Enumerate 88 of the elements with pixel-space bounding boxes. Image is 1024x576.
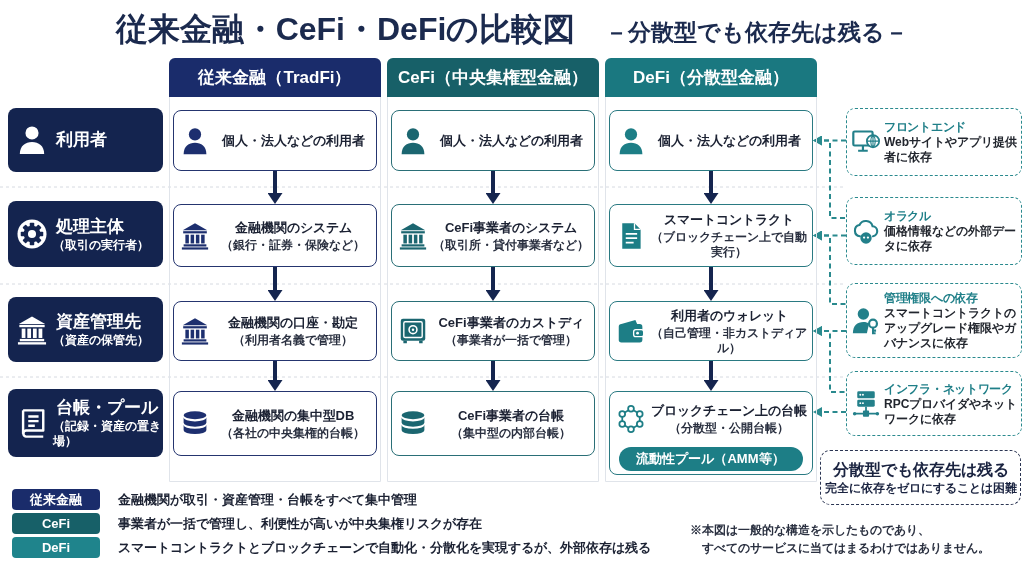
title: 従来金融・CeFi・DeFiの比較図 [115,10,576,49]
row-subtitle: （取引の実行者） [53,237,150,253]
item-title: CeFi事業者のシステム [443,218,579,236]
dependency-title: 管理権限への依存 [884,290,979,306]
row-header-panel [8,389,163,457]
row-subtitle: （資産の保管先） [53,333,150,348]
dashed-arrow [812,407,847,417]
row-title: 処理主体 [56,215,125,238]
column-panel [605,58,817,482]
arrow [267,361,283,391]
item-title: 個人・法人などの利用者 [656,132,802,149]
item-detail: （分散型・公開台帳） [668,421,790,436]
dependency-description: Webサイトやアプリ提供者に依存 [884,135,1018,165]
dashed-arrow [812,326,847,393]
dependency-card [846,108,1022,176]
arrow [485,171,501,204]
arrow [703,361,719,391]
item-title: 個人・法人などの利用者 [220,132,366,149]
column-header: DeFi（分散型金融） [605,58,817,97]
column-header: 従来金融（TradFi） [169,58,381,97]
item-detail: （集中型の内部台帳） [450,425,572,441]
row-header-panel [8,297,163,362]
arrow [703,267,719,301]
summary-text: 完全に依存をゼロにすることは困難 [824,480,1017,496]
row-title: 台帳・プール [56,397,160,419]
item-title: スマートコントラクト [663,211,795,228]
item-title: 金融機関のシステム [233,218,353,236]
arrow [485,361,501,391]
dependency-description: RPCプロバイダやネットワークに依存 [884,396,1018,427]
item-detail: （取引所・貸付事業者など） [432,237,590,253]
row-header-panel [8,108,163,172]
dashed-arrow [812,230,847,305]
info-card [173,391,377,456]
dependency-title: インフラ・ネットワーク [884,380,1014,397]
summary-card [820,450,1021,505]
liquidity-pool-tag: 流動性プール（AMM等） [618,446,803,471]
row-header-panel [8,201,163,267]
item-detail: （自己管理・非カストディアル） [650,325,808,356]
column-panel [387,58,599,482]
item-title: 金融機関の集中型DB [230,406,356,424]
item-detail: （利用者名義で管理） [232,333,354,348]
summary-heading: 分散型でも依存先は残る [832,460,1009,480]
column-panel [169,58,381,482]
dependency-title: オラクル [884,208,932,224]
item-detail: （各社の中央集権的台帳） [220,425,366,441]
footnote: ※本図は一般的な構造を示したものであり、すべてのサービスに当てはまるわけではありません。 [690,522,991,557]
item-title: CeFi事業者のカストディ [437,314,585,331]
item-detail: （事業者が一括で管理） [444,333,578,348]
item-detail: （ブロックチェーン上で自動実行） [650,230,808,260]
column-header: CeFi（中央集権型金融） [387,58,599,97]
info-card [609,301,813,361]
arrow [703,171,719,204]
item-title: 利用者のウォレット [669,306,789,324]
subtitle: －分散型でも依存先は残る－ [605,18,909,47]
legend-tag: 従来金融 [12,489,100,510]
info-card [391,301,595,361]
item-title: 個人・法人などの利用者 [438,132,584,149]
legend-text: スマートコントラクトとブロックチェーンで自動化・分散化を実現するが、外部依存は残る [118,539,651,557]
arrow [267,267,283,301]
row-title: 資産管理先 [56,311,142,333]
dashed-arrow [812,135,847,219]
dependency-card [846,283,1022,358]
info-card [391,204,595,267]
info-card [391,110,595,171]
item-title: CeFi事業者の台帳 [456,406,566,424]
dependency-description: スマートコントラクトのアップグレード権限やガバナンスに依存 [884,306,1018,351]
info-card [391,391,595,456]
legend-text: 金融機関が取引・資産管理・台帳をすべて集中管理 [118,491,417,509]
legend-text: 事業者が一括で管理し、利便性が高いが中央集権リスクが存在 [118,515,482,533]
info-card [173,110,377,171]
arrow [485,267,501,301]
dependency-card [846,371,1022,436]
arrow [267,171,283,204]
row-title: 利用者 [56,129,108,151]
item-detail: （銀行・証券・保険など） [220,237,366,253]
info-card [173,204,377,267]
legend-tag: DeFi [12,537,100,558]
info-card [609,110,813,171]
info-card [173,301,377,361]
item-title: 金融機関の口座・勘定 [227,314,359,331]
item-title: ブロックチェーン上の台帳 [650,402,808,419]
row-subtitle: （記録・資産の置き場） [53,419,162,449]
dependency-card [846,197,1022,265]
legend-tag: CeFi [12,513,100,534]
dependency-title: フロントエンド [884,119,967,135]
info-card [609,204,813,267]
dependency-description: 価格情報などの外部データに依存 [884,224,1017,254]
info-card [609,391,813,475]
